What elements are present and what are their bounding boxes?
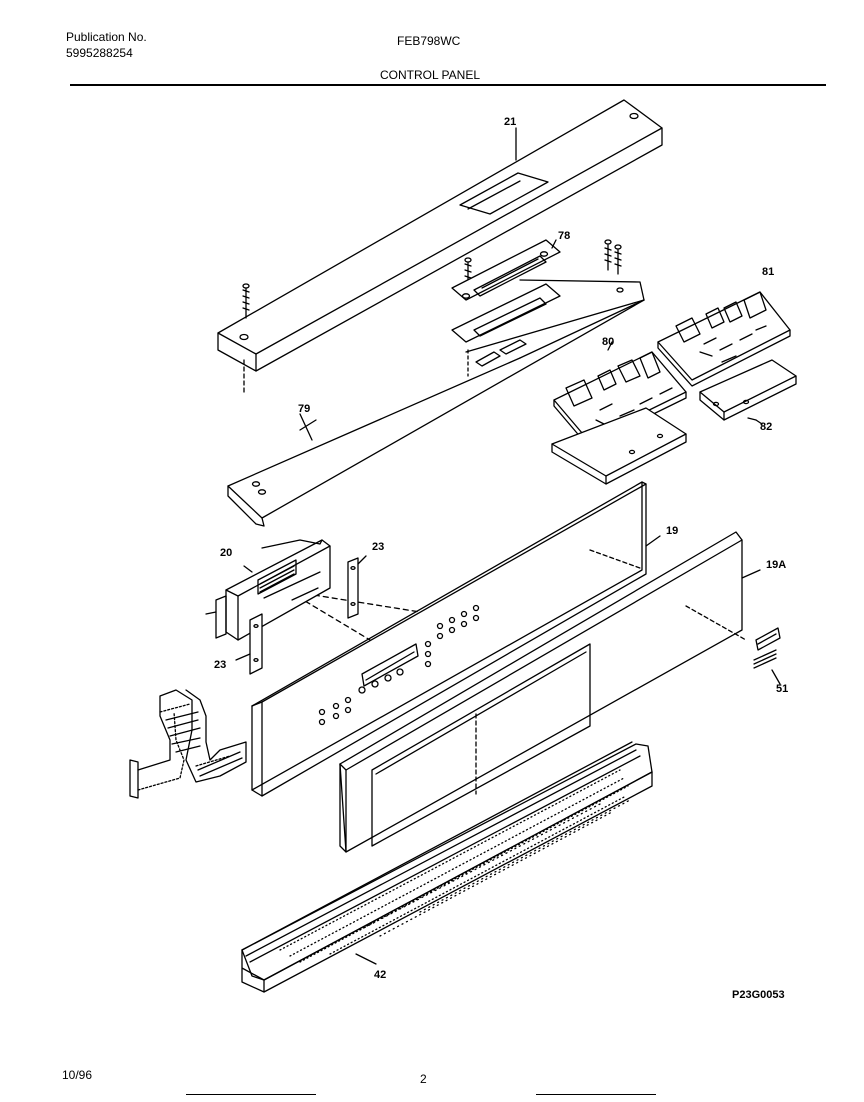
part-19-control-panel (251, 481, 647, 797)
model-number: FEB798WC (397, 34, 461, 48)
callout-19A: 19A (766, 559, 786, 571)
callout-23-upper: 23 (372, 541, 384, 553)
publication-label: Publication No. (66, 30, 147, 44)
footer-rule-left (186, 1094, 316, 1095)
part-42-bottom-trim (241, 741, 653, 993)
callout-51: 51 (776, 683, 788, 695)
part-82-plate (699, 359, 797, 421)
leader-lines (299, 413, 763, 965)
footer-rule-right (536, 1094, 656, 1095)
callout-81: 81 (762, 266, 774, 278)
callout-82: 82 (760, 421, 772, 433)
screws (242, 239, 622, 377)
callout-42: 42 (374, 969, 386, 981)
header-rule (70, 84, 826, 86)
callout-80: 80 (602, 336, 614, 348)
callout-78: 78 (558, 230, 570, 242)
part-21-top-trim (217, 99, 663, 393)
part-78-bracket (451, 239, 561, 301)
page-number: 2 (420, 1072, 427, 1086)
footer-date: 10/96 (62, 1068, 93, 1082)
callout-79: 79 (298, 403, 310, 415)
diagram-code: P23G0053 (732, 989, 785, 1001)
part-19A-overlay (339, 531, 747, 853)
part-20-control-module (205, 539, 331, 641)
callout-19: 19 (666, 525, 678, 537)
wire-harness (129, 689, 247, 799)
section-title: CONTROL PANEL (380, 68, 481, 82)
callout-21: 21 (504, 116, 516, 128)
part-51-label (753, 627, 781, 685)
part-79-channel (227, 279, 645, 527)
callout-23-lower: 23 (214, 659, 226, 671)
part-23-brackets (235, 555, 367, 675)
callout-20: 20 (220, 547, 232, 559)
publication-number: 5995288254 (66, 46, 133, 60)
part-81-circuit-board (657, 291, 791, 387)
part-80-plate (551, 407, 687, 485)
